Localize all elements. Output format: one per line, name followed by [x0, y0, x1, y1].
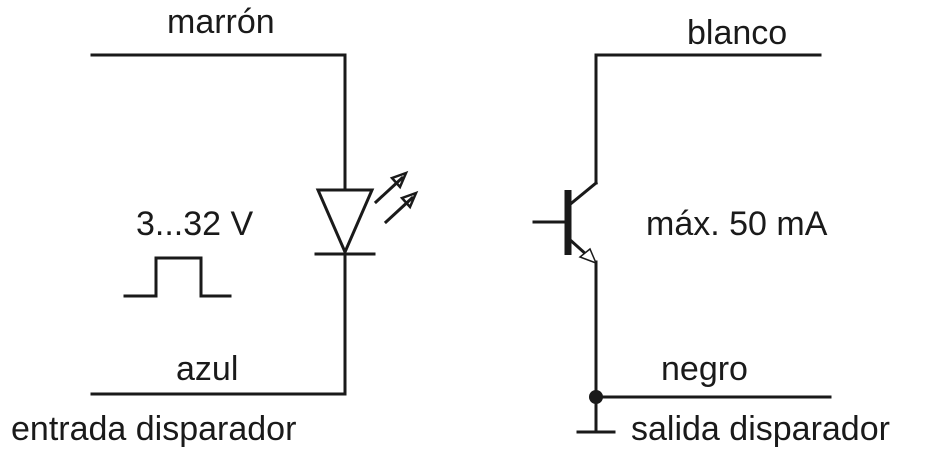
junction-dot: [589, 390, 603, 404]
led-triangle: [315, 188, 375, 256]
label-voltage: 3...32 V: [136, 205, 254, 243]
label-input-caption: entrada disparador: [11, 410, 296, 448]
led-symbol: [314, 170, 419, 256]
label-current: máx. 50 mA: [646, 205, 828, 243]
transistor-collector-diagonal: [565, 180, 599, 209]
input-circuit: marrón 3...32 V azul entrada disparador: [11, 3, 419, 448]
label-output-caption: salida disparador: [631, 410, 890, 448]
emitter-arrow-icon: [578, 247, 598, 265]
light-emission-arrows-icon: [373, 170, 419, 225]
output-circuit: blanco máx. 50 mA negro salida disparado…: [532, 14, 890, 448]
transistor-symbol: [532, 180, 599, 265]
label-blanco: blanco: [687, 14, 787, 52]
label-marron: marrón: [167, 3, 275, 41]
pulse-waveform-icon: [123, 256, 232, 298]
label-negro: negro: [661, 350, 748, 388]
label-azul: azul: [176, 350, 238, 388]
